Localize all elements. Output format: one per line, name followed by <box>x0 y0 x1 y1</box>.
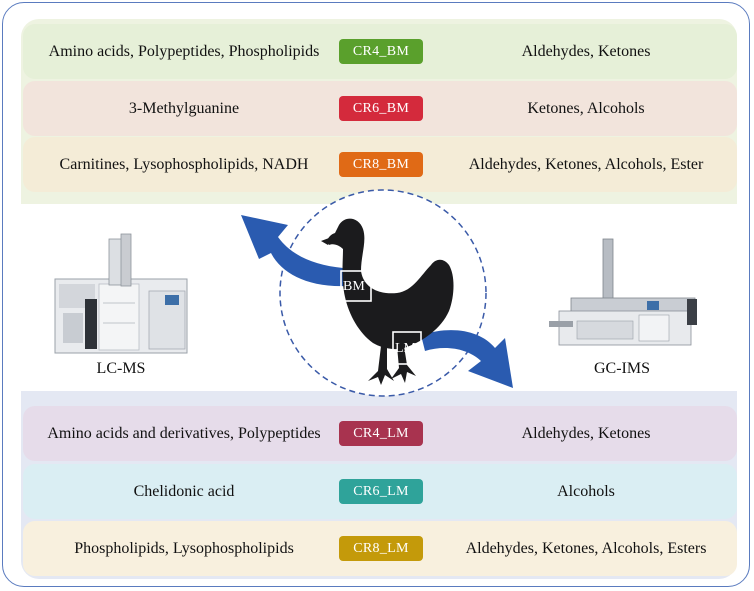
row-right-volatiles: Aldehydes, Ketones, Alcohols, Ester <box>468 155 704 173</box>
row-right-volatiles: Alcohols <box>557 482 615 500</box>
row-left-metabolites: Amino acids and derivatives, Polypeptide… <box>47 424 321 442</box>
bm-box <box>340 270 372 302</box>
bm-label: BM <box>343 279 365 294</box>
group-tag: CR6_BM <box>339 96 423 121</box>
gc-ims-instrument-icon <box>549 238 697 346</box>
row-right-volatiles: Ketones, Alcohols <box>527 99 645 117</box>
row-cr6-bm: 3-Methylguanine CR6_BM Ketones, Alcohols <box>23 81 737 136</box>
row-right-volatiles: Aldehydes, Ketones <box>521 424 651 442</box>
row-left-metabolites: Phospholipids, Lysophospholipids <box>74 539 294 557</box>
row-cr8-bm: Carnitines, Lysophospholipids, NADH CR8_… <box>23 137 737 192</box>
group-tag: CR6_LM <box>339 479 423 504</box>
group-tag: CR8_LM <box>339 536 423 561</box>
arrow-down-right-icon <box>421 330 513 388</box>
group-tag: CR4_BM <box>339 39 423 64</box>
lm-box <box>392 331 422 365</box>
row-left-metabolites: Amino acids, Polypeptides, Phospholipids <box>48 42 320 60</box>
lm-label: LM <box>395 341 416 356</box>
group-tag: CR4_LM <box>339 421 423 446</box>
row-right-volatiles: Aldehydes, Ketones <box>521 42 651 60</box>
row-left-metabolites: 3-Methylguanine <box>128 99 240 117</box>
lc-ms-instrument-icon <box>54 233 188 354</box>
row-cr8-lm: Phospholipids, Lysophospholipids CR8_LM … <box>23 521 737 576</box>
lc-ms-label: LC-MS <box>96 360 146 377</box>
row-left-metabolites: Chelidonic acid <box>133 482 235 500</box>
arrow-up-left-icon <box>241 215 348 287</box>
group-tag: CR8_BM <box>339 152 423 177</box>
center-illustration <box>54 189 697 397</box>
gc-ims-label: GC-IMS <box>593 360 650 377</box>
row-cr6-lm: Chelidonic acid CR6_LM Alcohols <box>23 464 737 519</box>
row-right-volatiles: Aldehydes, Ketones, Alcohols, Esters <box>465 539 707 557</box>
row-cr4-bm: Amino acids, Polypeptides, Phospholipids… <box>23 24 737 79</box>
row-left-metabolites: Carnitines, Lysophospholipids, NADH <box>59 155 309 173</box>
row-cr4-lm: Amino acids and derivatives, Polypeptide… <box>23 406 737 461</box>
